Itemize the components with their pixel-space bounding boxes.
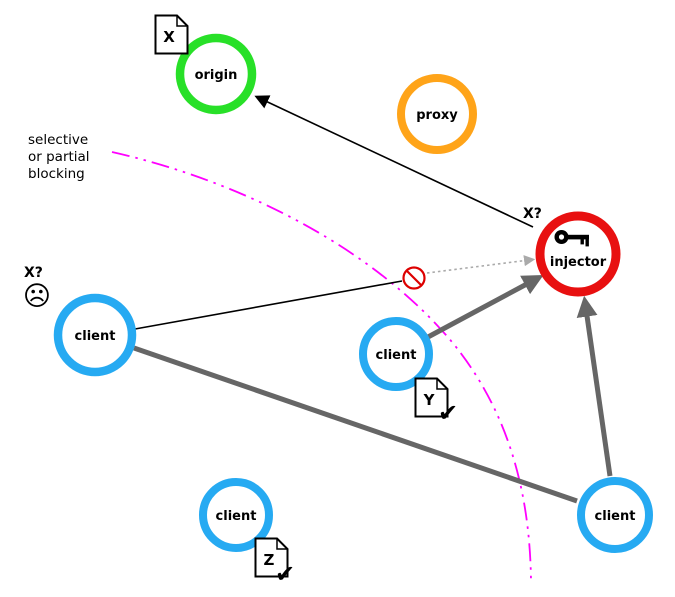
proxy-node: proxy [397, 74, 477, 154]
sad-face-icon: ☹ [23, 281, 51, 312]
client-left-label: client [75, 329, 116, 344]
client-left-question-label: X? [24, 265, 43, 281]
check-icon-z: ✔ [275, 560, 295, 588]
client-left-circle [53, 293, 137, 377]
injector-label: injector [550, 255, 607, 270]
blocking-note-line1: selective [28, 132, 88, 148]
key-icon [554, 230, 589, 247]
client-middle-label: client [376, 348, 417, 363]
blocked-to-injector-dotted-arrow [426, 255, 536, 274]
document-z-icon: Z [254, 537, 289, 578]
blocking-note-line3: blocking [28, 166, 85, 182]
client-bottom-left-node: client [199, 478, 273, 552]
origin-circle [175, 33, 257, 115]
blocking-note-line2: or partial [28, 149, 90, 165]
proxy-label: proxy [416, 108, 458, 123]
check-icon-y: ✔ [438, 399, 458, 427]
client-middle-node: client [359, 317, 433, 391]
origin-node: origin [175, 33, 257, 115]
document-x-letter: X [163, 28, 175, 46]
document-z-letter: Z [264, 551, 275, 569]
injector-question-label: X? [523, 206, 542, 222]
proxy-circle [397, 74, 477, 154]
client-bottom-right-label: client [595, 509, 636, 524]
blocked-sign-icon [402, 266, 426, 290]
client-middle-circle [359, 317, 433, 391]
client-bottom-left-circle [199, 478, 273, 552]
client-bottom-right-to-injector-arrow [576, 295, 613, 477]
injector-circle [535, 211, 621, 297]
blocking-note: selective or partial blocking [28, 132, 90, 182]
client-left-blocked-link [134, 280, 403, 330]
document-y-icon: Y [414, 377, 449, 418]
origin-label: origin [195, 68, 238, 83]
client-bottom-right-node: client [577, 477, 653, 553]
injector-to-origin-arrow [254, 95, 534, 228]
document-y-letter: Y [423, 391, 436, 409]
blocking-boundary-curve [111, 151, 532, 582]
client-left-node: client [53, 293, 137, 377]
injector-node: injector [535, 211, 621, 297]
client-middle-to-injector-arrow [426, 275, 544, 340]
client-bottom-right-circle [577, 477, 653, 553]
client-bottom-left-label: client [216, 509, 257, 524]
document-x-icon: X [154, 14, 189, 55]
client-left-to-client-bottom-right-link [133, 345, 578, 504]
